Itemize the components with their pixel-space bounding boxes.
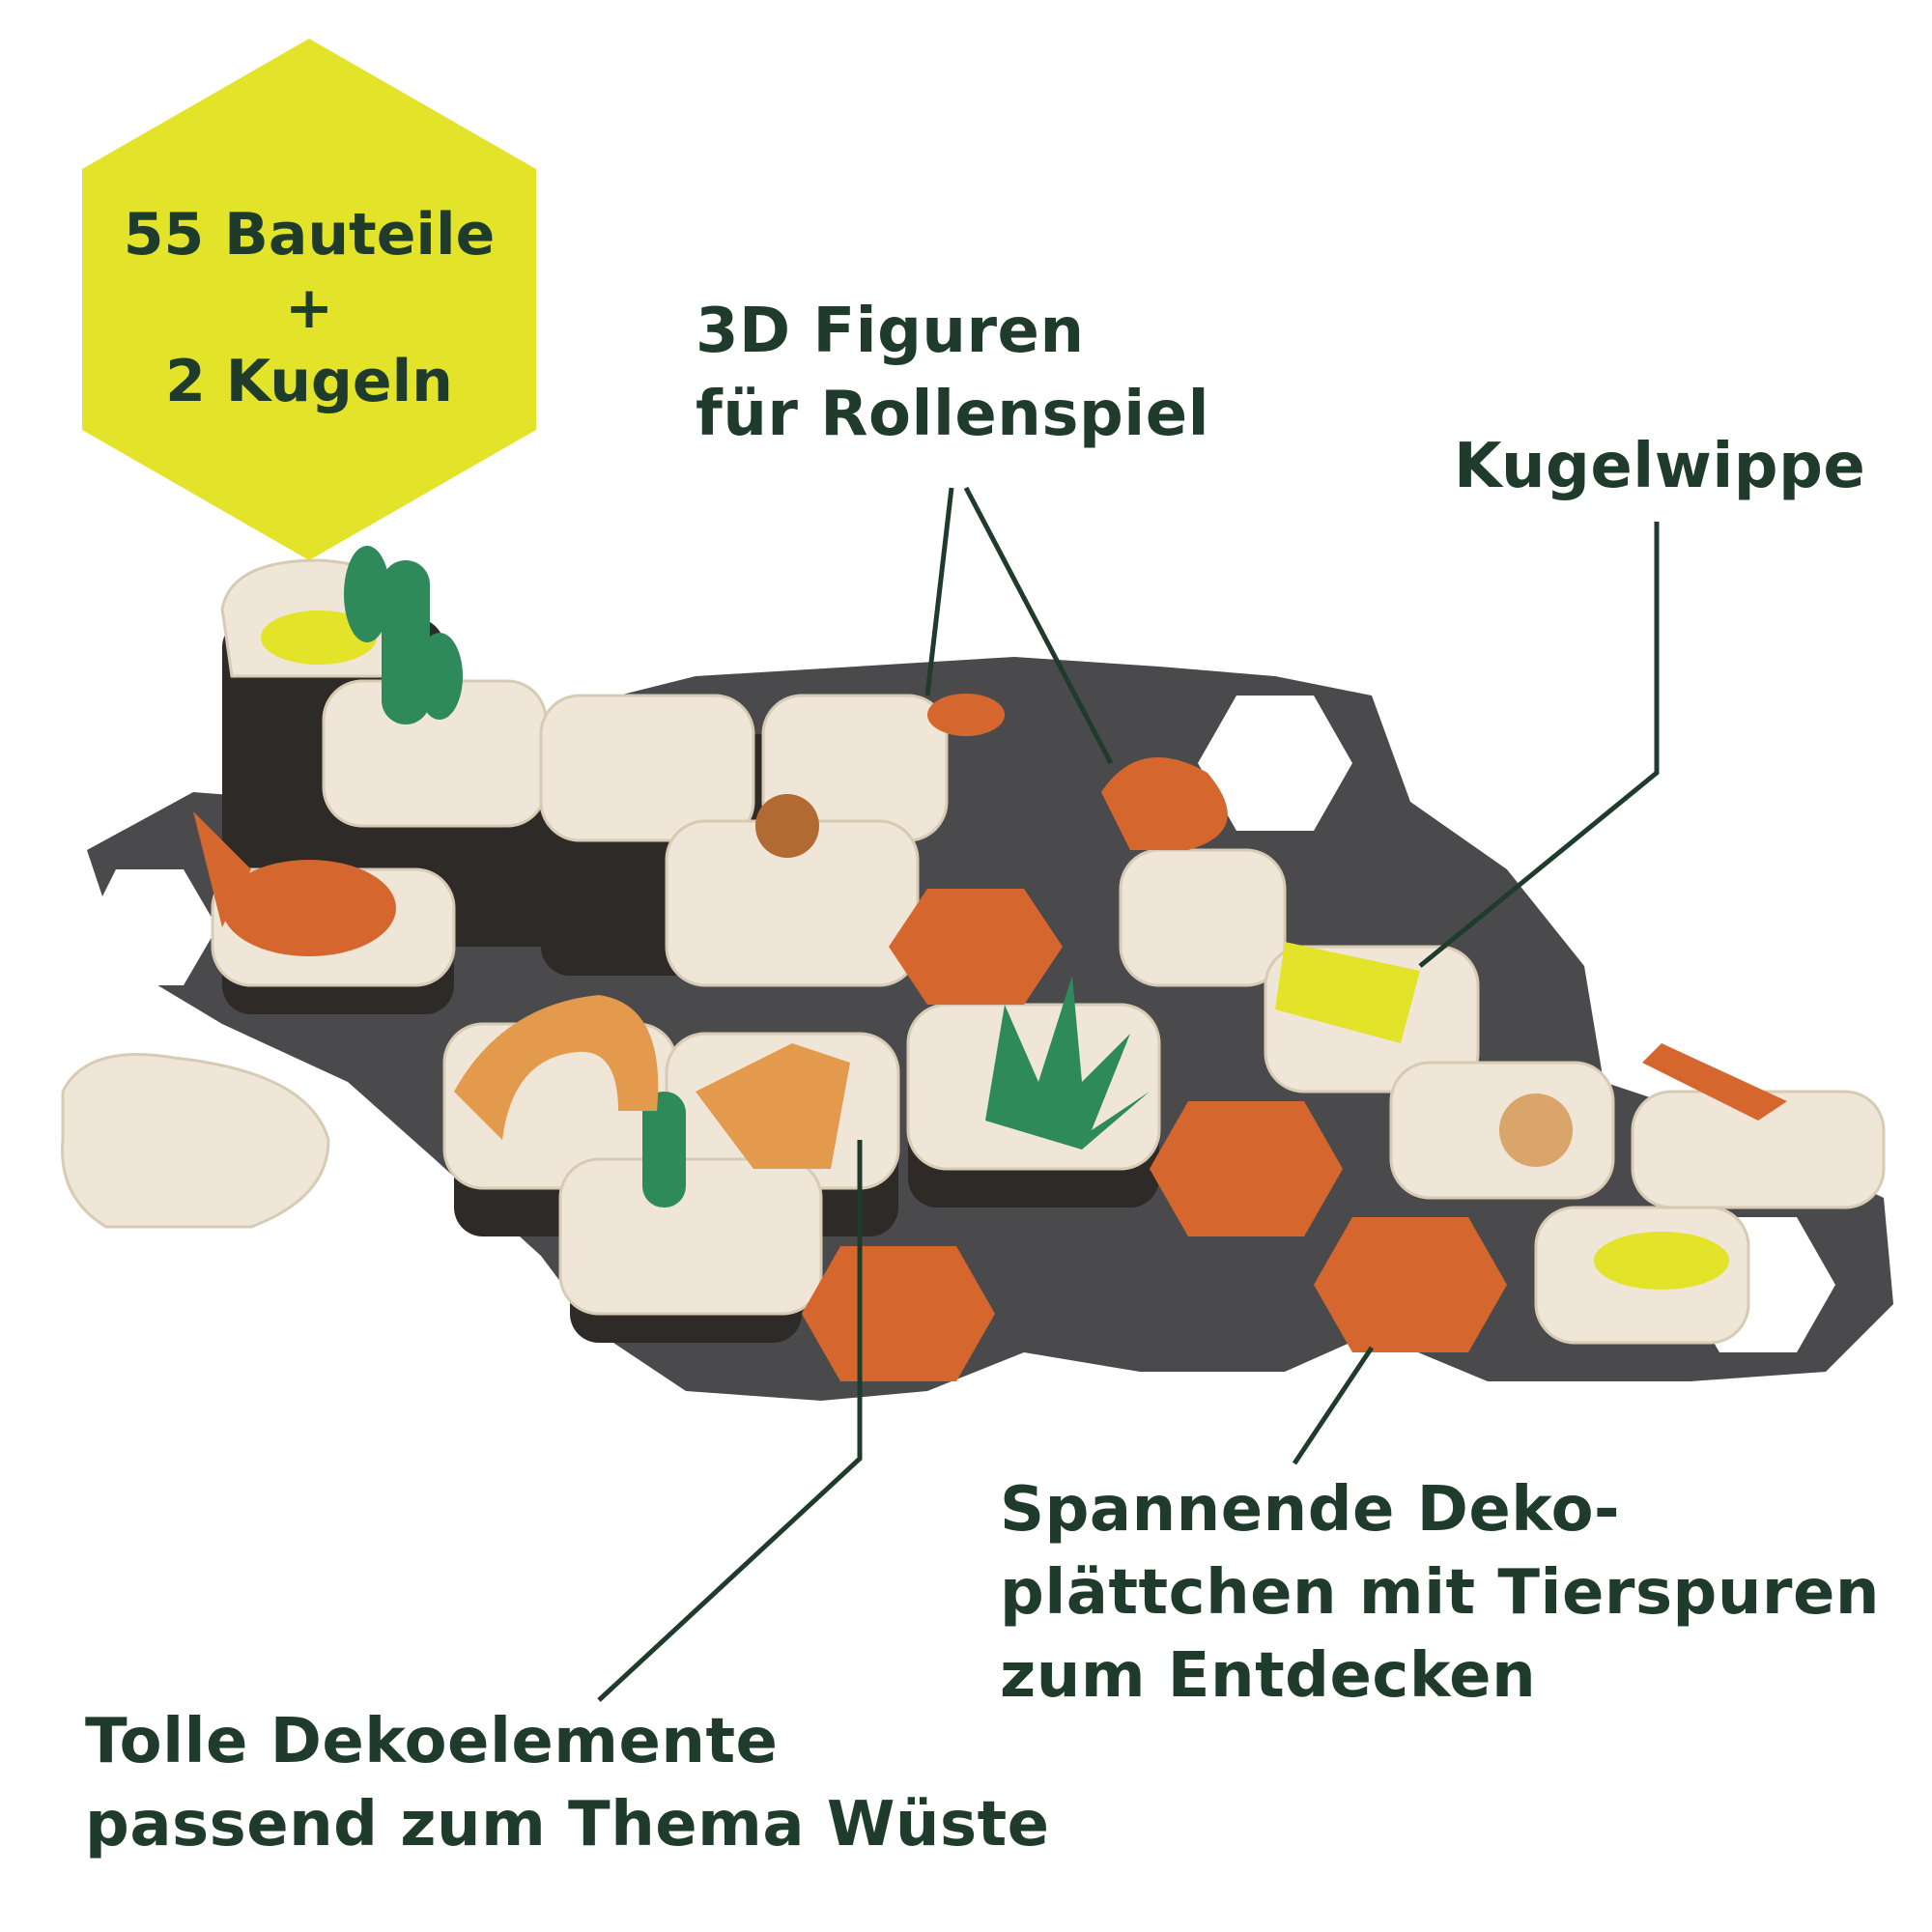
leader-lines <box>597 486 1660 1702</box>
sand-figures <box>454 995 850 1169</box>
badge-shape <box>82 39 536 560</box>
callout-figures: 3D Figuren für Rollenspiel <box>696 296 1210 450</box>
badge-hexagon <box>82 39 536 560</box>
deco-tiles <box>802 889 1507 1381</box>
callout-deco-tiles: Spannende Deko- plättchen mit Tierspuren… <box>1000 1474 1880 1712</box>
callout-seesaw: Kugelwippe <box>1454 431 1866 502</box>
balls <box>755 794 1573 1167</box>
badge-line-balls: 2 Kugeln <box>165 348 453 415</box>
badge-line-plus: + <box>284 274 334 342</box>
callout-deco-elements: Tolle Dekoelemente passend zum Thema Wüs… <box>85 1706 1050 1861</box>
cactus-figures <box>344 546 1150 1208</box>
badge-text: 55 Bauteile + 2 Kugeln <box>82 198 536 418</box>
badge-line-count: 55 Bauteile <box>123 201 496 269</box>
animal-figures <box>193 694 1787 1121</box>
